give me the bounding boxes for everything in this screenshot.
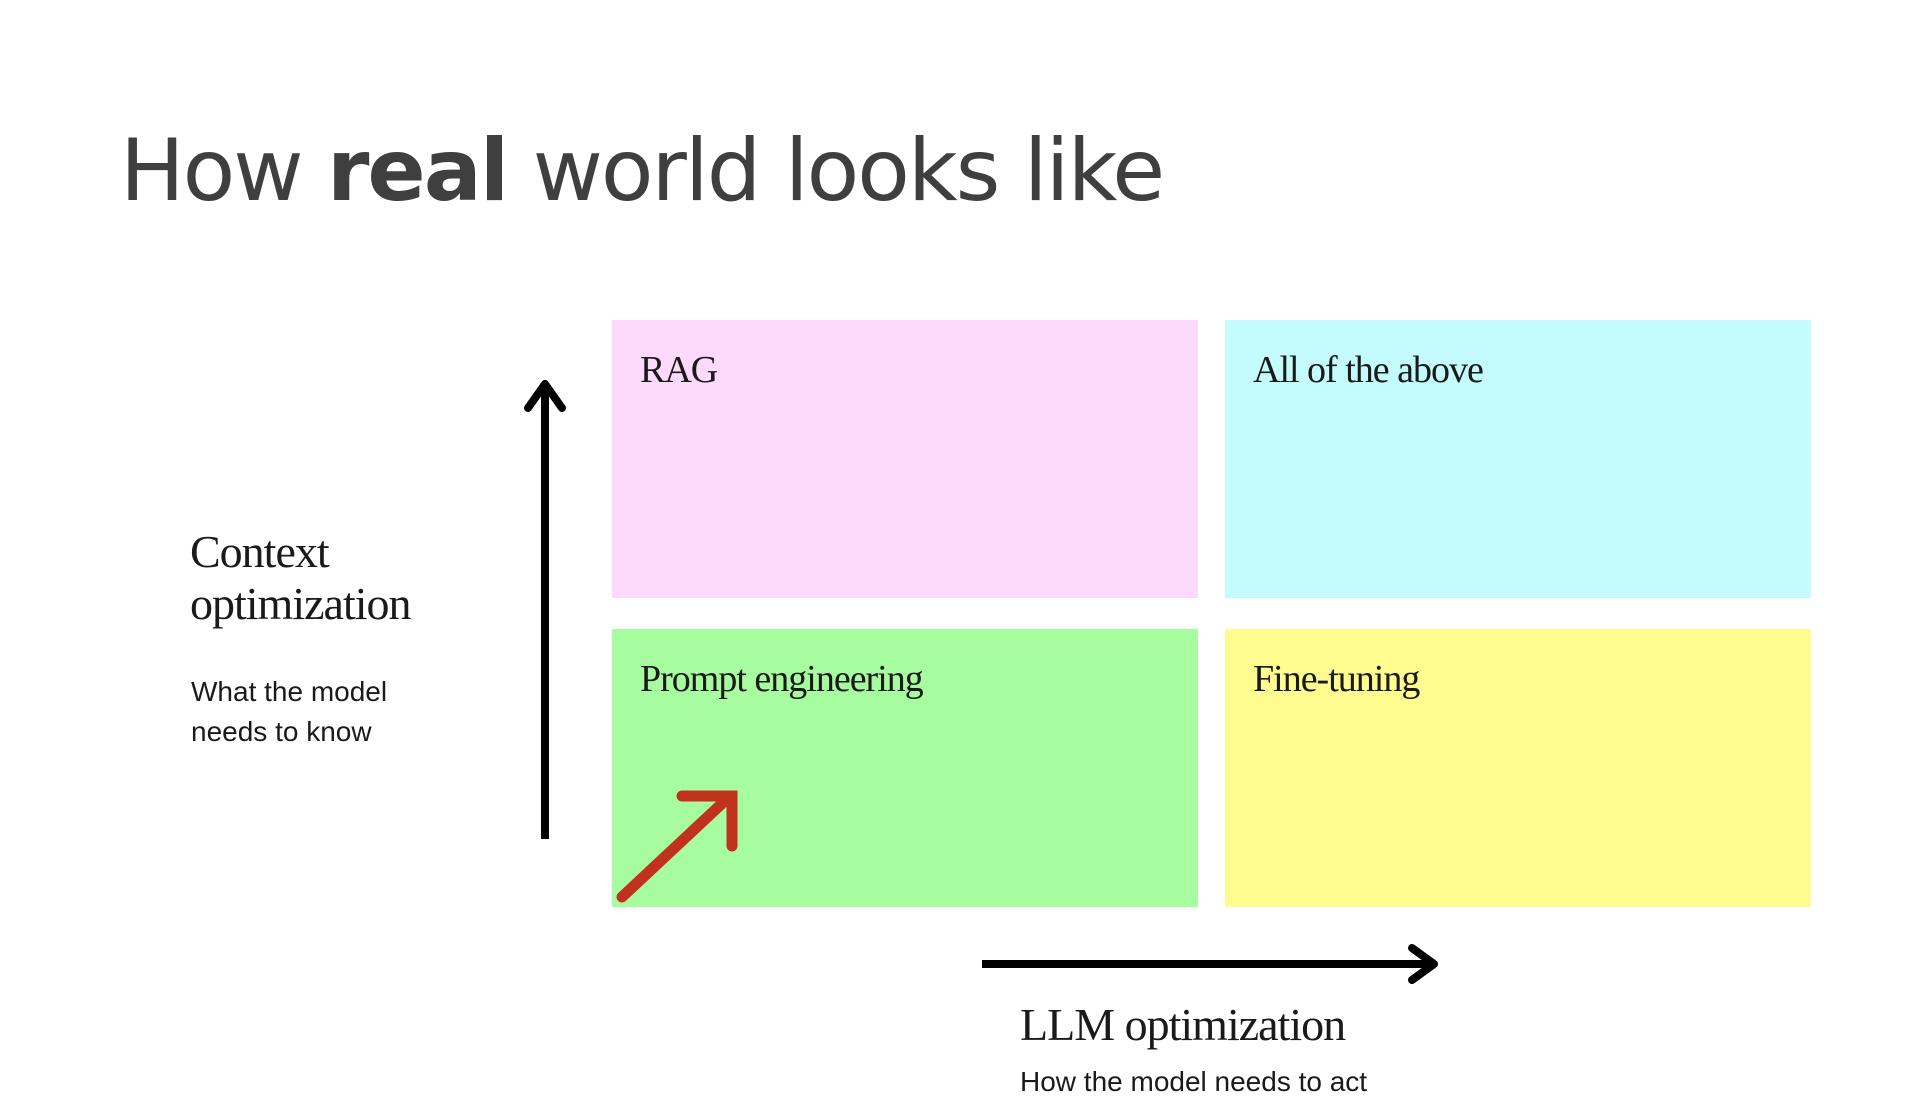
quadrant-fine-tuning: Fine-tuning <box>1225 629 1811 907</box>
y-axis-subtitle: What the model needs to know <box>191 676 388 747</box>
title-prefix: How <box>120 121 304 221</box>
page-title: How real world looks like <box>120 128 1165 214</box>
title-bold-word: real <box>326 121 509 221</box>
quadrant-rag-label: RAG <box>640 349 718 391</box>
x-axis-arrow <box>982 944 1438 984</box>
title-suffix: world looks like <box>532 121 1166 221</box>
quadrant-rag: RAG <box>612 320 1198 598</box>
quadrant-fine-label: Fine-tuning <box>1253 658 1420 700</box>
highlight-arrow <box>616 790 738 903</box>
quadrant-prompt-engineering: Prompt engineering <box>612 629 1198 907</box>
y-axis-title: Context optimization <box>190 526 412 629</box>
quadrant-all-of-the-above: All of the above <box>1225 320 1811 598</box>
x-axis-title: LLM optimization <box>1020 999 1346 1050</box>
quadrant-all-label: All of the above <box>1253 349 1484 391</box>
y-axis-arrow <box>524 380 566 839</box>
quadrant-prompt-label: Prompt engineering <box>640 658 924 700</box>
